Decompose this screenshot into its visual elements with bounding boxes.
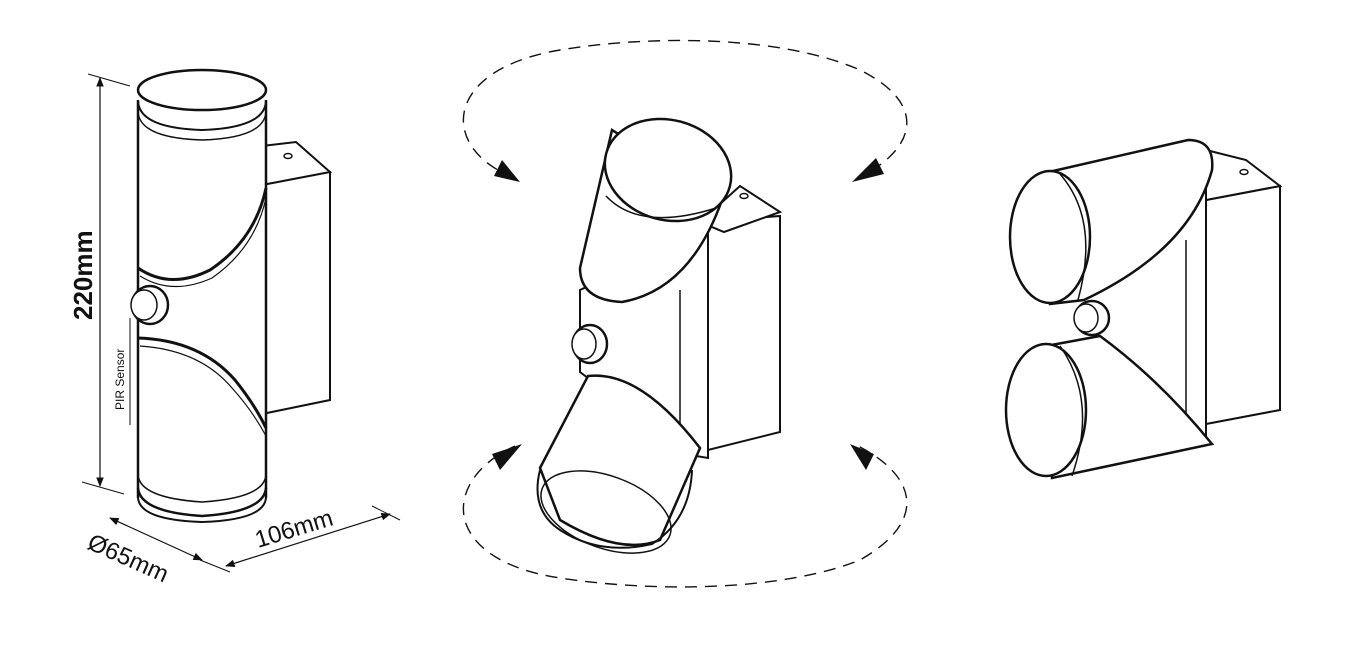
rotation-arc-bottom <box>462 445 908 588</box>
dimension-lines <box>81 73 401 573</box>
diameter-label: Ø65mm <box>84 529 173 588</box>
pir-sensor-label: PIR Sensor <box>113 349 127 410</box>
arrow-head-top-right <box>852 158 884 182</box>
depth-label: 106mm <box>252 505 336 554</box>
arrow-head-bottom-right <box>850 444 874 470</box>
front-view-lamp <box>129 68 333 524</box>
mounting-box <box>261 140 333 416</box>
side-rotated-view-lamp <box>1004 138 1283 480</box>
arrow-head-bottom-left <box>492 444 522 470</box>
arrow-head-top-left <box>494 160 520 182</box>
pir-sensor <box>129 284 170 425</box>
height-label: 220mm <box>68 230 98 320</box>
adjustable-view-lamp <box>462 39 908 588</box>
rotation-arc-top <box>462 39 908 179</box>
cylinder-body <box>136 68 268 524</box>
